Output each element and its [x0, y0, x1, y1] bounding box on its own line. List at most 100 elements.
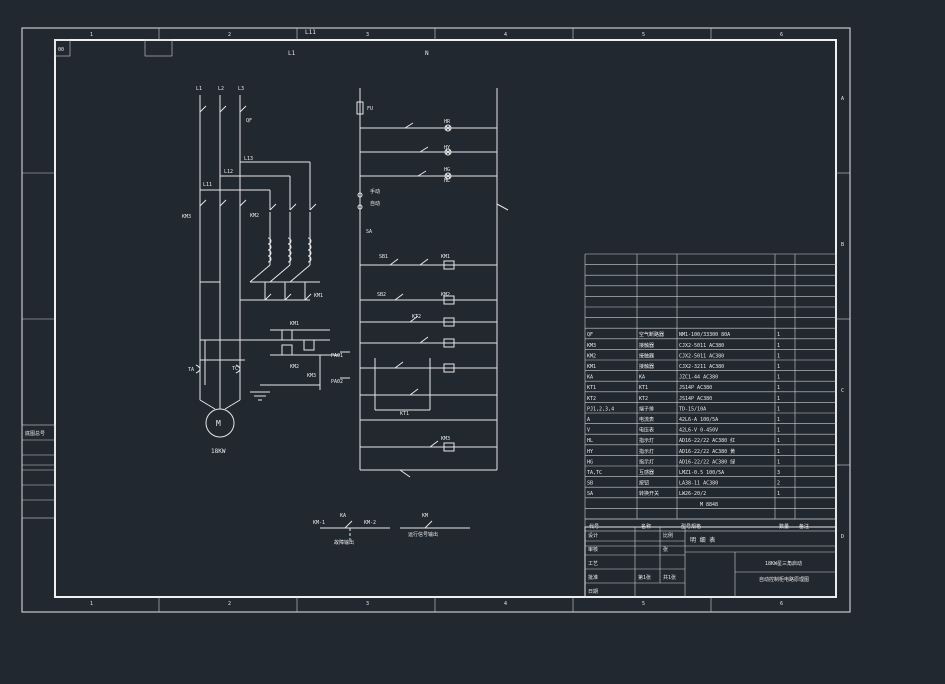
table-cell: 2: [777, 481, 780, 487]
qf-contact: [239, 105, 247, 113]
run-signal-caption: 运行信号输出: [408, 531, 438, 538]
table-cell: KT2: [639, 396, 648, 402]
top-label: L11: [305, 29, 316, 36]
table-cell: HG: [587, 459, 593, 465]
table-cell: 1: [777, 459, 780, 465]
nc-contact: [417, 170, 427, 177]
table-caption: 明 细 表: [690, 536, 715, 544]
table-header-row: [584, 518, 837, 532]
kt-contact: [496, 203, 509, 211]
lamp: [444, 124, 452, 132]
sa-node: [357, 192, 363, 198]
lamp-x: [445, 149, 451, 155]
ctl-km3: KM3: [441, 436, 450, 442]
table-cell: V: [587, 428, 590, 434]
table-cell: 42L6-A 100/5A: [679, 417, 718, 423]
ka-contact: [399, 469, 411, 478]
qf-contact: [219, 105, 227, 113]
km2-label: KM2: [250, 213, 259, 219]
table-cell: JS14P AC380: [679, 385, 712, 391]
km3-contact: [199, 199, 207, 207]
table-cell: AD16-22/22 AC380 绿: [679, 458, 735, 465]
table-cell: CJX2-3211 AC380: [679, 364, 724, 370]
table-cell: PJ1,2,3,4: [587, 406, 614, 412]
misc-km3: KM3: [307, 373, 316, 379]
table-cell: 42L6-V 0-450V: [679, 428, 718, 434]
relay-coil: [443, 442, 455, 452]
table-cell: 1: [777, 491, 780, 497]
term-km1: KM-1: [313, 520, 325, 526]
star-link: [269, 264, 291, 283]
table-cell: CJX2-5011 AC380: [679, 343, 724, 349]
table-cell: KM2: [587, 353, 596, 359]
col-number: 1: [90, 32, 93, 38]
table-cell: QF: [587, 332, 593, 338]
tb-approve: 批准: [588, 574, 598, 581]
table-cell: 电流表: [639, 416, 654, 423]
tc-label: TC: [232, 366, 238, 372]
col-number: 2: [228, 601, 231, 607]
fault-output-caption: 故障输出: [334, 539, 354, 546]
fuse: [356, 101, 364, 115]
table-cell: 指示灯: [639, 458, 654, 465]
no-contact: [394, 361, 404, 369]
col-number: 5: [642, 601, 645, 607]
table-cell: TA,TC: [587, 470, 602, 476]
ctl-km1: KM1: [441, 254, 450, 260]
lamp-x: [445, 173, 451, 179]
km2-contact: [269, 203, 277, 211]
table-cell: KT1: [639, 385, 648, 391]
table-cell: SA: [587, 491, 593, 497]
branch-l12: L12: [224, 169, 233, 175]
table-cell: KT1: [587, 385, 596, 391]
ctl-sb2: SB2: [377, 292, 386, 298]
coil-turn: [307, 255, 312, 263]
tb-design: 设计: [588, 532, 598, 539]
star-link: [289, 264, 311, 283]
km1-contact: [264, 293, 272, 301]
tb-review: 审核: [588, 546, 598, 553]
phase-l2: L2: [218, 86, 224, 92]
no-contact: [389, 258, 399, 266]
table-cell: 1: [777, 353, 780, 359]
km2-contact: [289, 203, 297, 211]
km1-contact: [284, 293, 292, 301]
table-cell: 3: [777, 470, 780, 476]
table-cell: KM3: [587, 343, 596, 349]
no-contact: [394, 293, 404, 301]
table-cell: LMZ1-0.5 100/5A: [679, 470, 724, 476]
relay-box: [281, 329, 293, 341]
term-ka: KA: [340, 513, 346, 519]
table-cell: 接触器: [639, 363, 654, 370]
table-cell: CJX2-5011 AC380: [679, 353, 724, 359]
table-cell: 1: [777, 406, 780, 412]
col-number: 2: [228, 32, 231, 38]
km3-label: KM3: [182, 214, 191, 220]
col-number: 3: [366, 601, 369, 607]
outer-frame: [21, 27, 851, 613]
term-km2: KM-2: [364, 520, 376, 526]
qf-label: QF: [246, 118, 252, 124]
table-cell: 1: [777, 375, 780, 381]
table-cell: 接触器: [639, 352, 654, 359]
lamp-hl: HL: [444, 178, 450, 184]
col-number: 4: [504, 601, 507, 607]
aux-contact: [344, 520, 353, 529]
lamp: [444, 148, 452, 156]
table-cell: 互感器: [639, 469, 654, 476]
table-cell: A: [587, 417, 590, 423]
ctl-km2: KM2: [441, 292, 450, 298]
km2-contact: [309, 203, 317, 211]
nc-contact: [419, 146, 429, 153]
tb-date: 日期: [588, 589, 598, 595]
table-cell: HL: [587, 438, 593, 444]
table-cell: LW26-20/2: [679, 491, 706, 497]
table-cell: KA: [639, 375, 645, 381]
table-cell: 指示灯: [639, 448, 654, 455]
relay-coil: [443, 317, 455, 327]
table-cell: AD16-22/22 AC380 黄: [679, 448, 735, 455]
col-number: 5: [642, 32, 645, 38]
